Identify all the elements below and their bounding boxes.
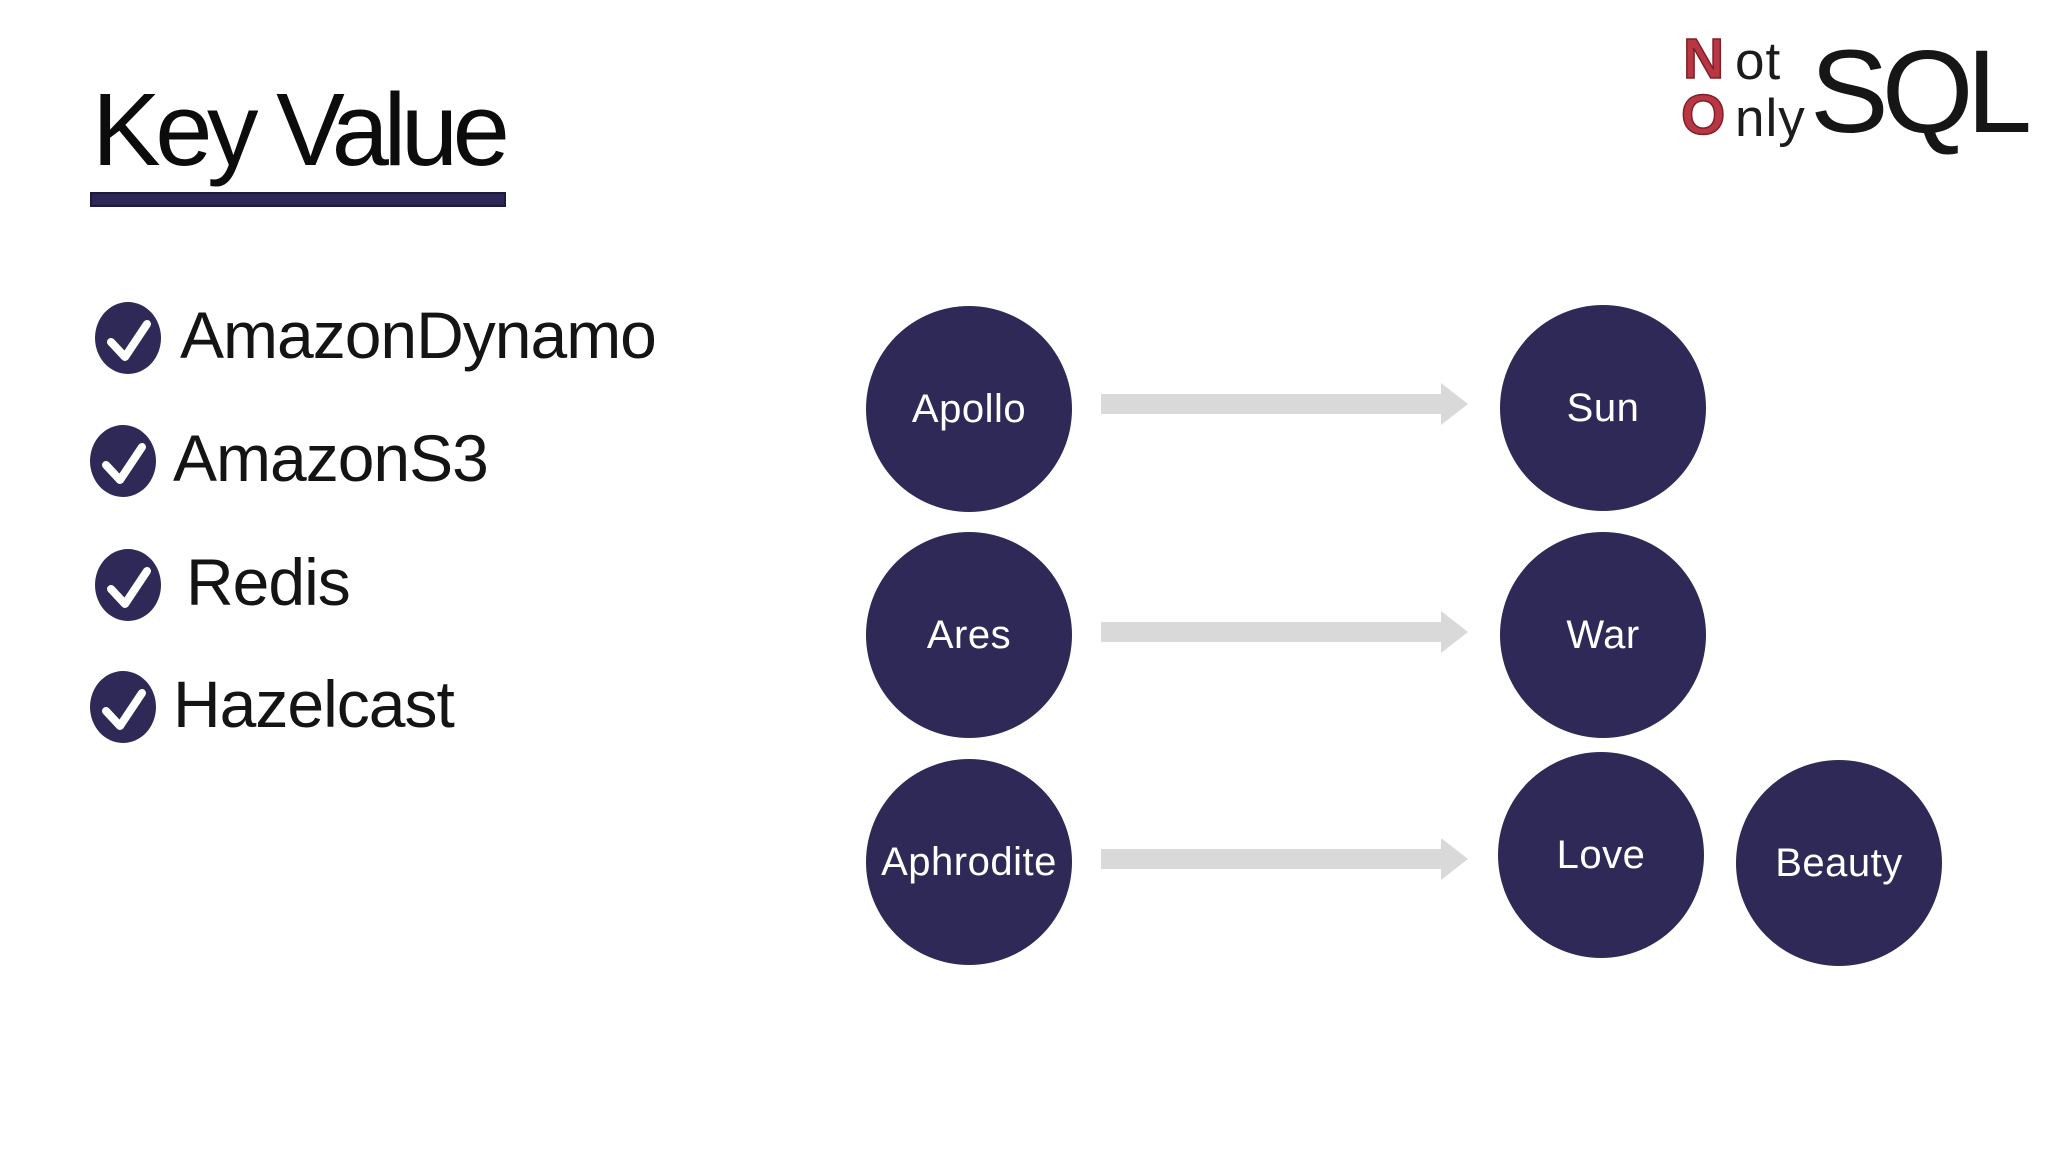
arrow-shaft xyxy=(1101,849,1441,869)
value-circle-label: Sun xyxy=(1566,385,1640,430)
check-circle-icon xyxy=(90,671,156,743)
logo-letter-n: N xyxy=(1682,27,1725,91)
checklist-item-label: Redis xyxy=(186,545,351,619)
checklist-item-label: Hazelcast xyxy=(173,667,455,741)
arrow-head xyxy=(1441,611,1468,653)
logo-text-ot: ot xyxy=(1735,32,1782,91)
value-circle-love: Love xyxy=(1498,752,1704,958)
arrow-head xyxy=(1441,838,1468,880)
check-circle-icon xyxy=(90,425,156,497)
arrow-head xyxy=(1441,383,1468,425)
arrow-right-icon xyxy=(1101,383,1468,425)
key-circle-label: Apollo xyxy=(911,386,1027,431)
title-underline xyxy=(90,192,506,207)
checklist-item: Redis xyxy=(95,545,351,621)
checklist-item: AmazonS3 xyxy=(90,421,489,497)
arrow-right-icon xyxy=(1101,611,1468,653)
value-circle-label: Love xyxy=(1556,832,1646,877)
arrow-shaft xyxy=(1101,394,1441,414)
key-circle-label: Aphrodite xyxy=(881,839,1057,884)
key-circle-label: Ares xyxy=(926,612,1012,657)
checklist-item: Hazelcast xyxy=(90,667,455,743)
logo-text-sql: SQL xyxy=(1810,26,2032,158)
checklist-item-label: AmazonDynamo xyxy=(180,298,657,372)
logo-letter-o: O xyxy=(1680,83,1726,147)
logo-text-nly: nly xyxy=(1735,89,1806,148)
key-circle-ares: Ares xyxy=(866,532,1072,738)
arrow-right-icon xyxy=(1101,838,1468,880)
value-circle-beauty: Beauty xyxy=(1736,760,1942,966)
checklist-item: AmazonDynamo xyxy=(95,298,657,374)
value-circle-label: War xyxy=(1566,612,1640,657)
value-circle-label: Beauty xyxy=(1775,840,1903,885)
key-circle-apollo: Apollo xyxy=(866,306,1072,512)
value-circle-war: War xyxy=(1500,532,1706,738)
check-circle-icon xyxy=(95,302,161,374)
check-circle-icon xyxy=(95,549,161,621)
arrow-shaft xyxy=(1101,622,1441,642)
checklist-item-label: AmazonS3 xyxy=(173,421,489,495)
key-circle-aphrodite: Aphrodite xyxy=(866,759,1072,965)
value-circle-sun: Sun xyxy=(1500,305,1706,511)
page-title: Key Value xyxy=(92,72,510,187)
